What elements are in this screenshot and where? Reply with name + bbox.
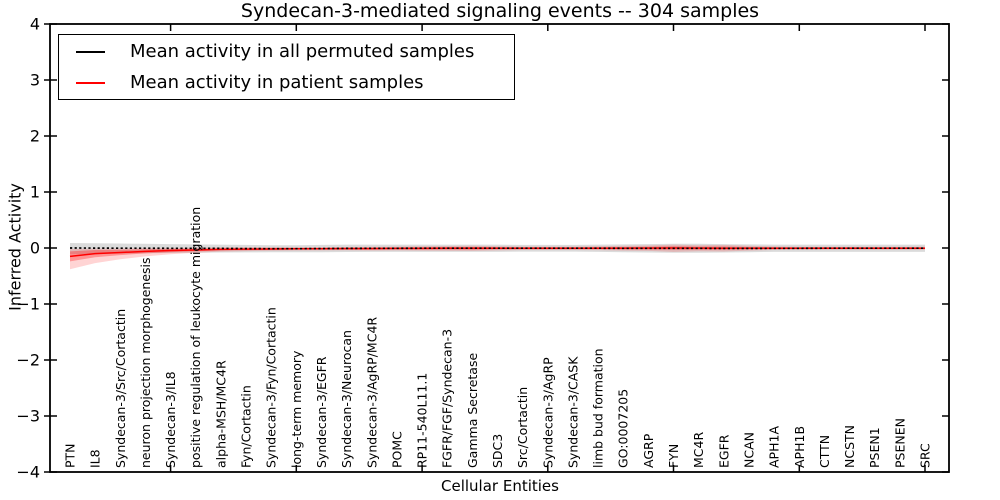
x-category-label: alpha-MSH/MC4R bbox=[213, 360, 228, 468]
legend-box: Mean activity in all permuted samples Me… bbox=[58, 34, 515, 100]
x-category-label: IL8 bbox=[88, 449, 103, 468]
x-category-label: neuron projection morphogenesis bbox=[138, 257, 153, 468]
x-category-label: SDC3 bbox=[490, 434, 505, 468]
x-category-label: PSENEN bbox=[892, 418, 907, 468]
x-category-label: RP11-540L11.1 bbox=[415, 373, 430, 468]
y-tick-label: 1 bbox=[30, 183, 40, 202]
y-tick-label: −2 bbox=[16, 351, 40, 370]
x-category-label: PTN bbox=[63, 443, 78, 468]
x-category-label: Syndecan-3/CASK bbox=[565, 356, 580, 468]
x-category-label: Gamma Secretase bbox=[465, 353, 480, 468]
x-axis-label: Cellular Entities bbox=[441, 477, 559, 495]
x-category-label: AGRP bbox=[641, 433, 656, 468]
x-category-label: SRC bbox=[918, 443, 933, 468]
x-category-label: Src/Cortactin bbox=[515, 387, 530, 468]
x-category-label: POMC bbox=[389, 431, 404, 468]
y-tick-label: −1 bbox=[16, 295, 40, 314]
y-tick-label: 4 bbox=[30, 15, 40, 34]
x-category-label: Syndecan-3/Neurocan bbox=[339, 330, 354, 468]
x-category-label: Syndecan-3/AgRP/MC4R bbox=[364, 317, 379, 468]
x-category-label: positive regulation of leukocyte migrati… bbox=[188, 207, 203, 468]
x-category-label: PSEN1 bbox=[867, 427, 882, 468]
x-category-label: Syndecan-3/Src/Cortactin bbox=[113, 309, 128, 468]
x-category-label: MC4R bbox=[691, 432, 706, 468]
x-category-label: APH1A bbox=[767, 426, 782, 468]
patient-std-band bbox=[70, 244, 925, 270]
x-category-label: long-term memory bbox=[289, 350, 304, 468]
chart-title: Syndecan-3-mediated signaling events -- … bbox=[240, 0, 760, 22]
x-category-label: FYN bbox=[666, 444, 681, 468]
legend-entry-permuted: Mean activity in all permuted samples bbox=[76, 38, 514, 65]
legend-label-patient: Mean activity in patient samples bbox=[130, 72, 424, 93]
x-category-label: Syndecan-3/EGFR bbox=[314, 356, 329, 468]
x-category-label: CTTN bbox=[817, 435, 832, 468]
x-category-label: limb bud formation bbox=[591, 348, 606, 468]
y-axis-label: Inferred Activity bbox=[5, 183, 25, 311]
permuted-line-swatch bbox=[76, 50, 105, 53]
x-category-label: Syndecan-3/IL8 bbox=[163, 371, 178, 468]
y-tick-label: −3 bbox=[16, 407, 40, 426]
x-category-label: EGFR bbox=[716, 434, 731, 468]
x-category-label: GO:0007205 bbox=[616, 389, 631, 468]
legend-label-permuted: Mean activity in all permuted samples bbox=[130, 41, 475, 62]
x-category-label: Syndecan-3/AgRP bbox=[540, 357, 555, 468]
x-category-label: NCSTN bbox=[842, 425, 857, 468]
x-category-label: Syndecan-3/Fyn/Cortactin bbox=[264, 307, 279, 468]
x-category-label: Fyn/Cortactin bbox=[239, 385, 254, 468]
x-category-label: FGFR/FGF/Syndecan-3 bbox=[440, 329, 455, 468]
patient-line-swatch bbox=[76, 81, 105, 84]
y-tick-label: −4 bbox=[16, 463, 40, 482]
patient-mean-line bbox=[69, 247, 925, 258]
y-tick-label: 2 bbox=[30, 127, 40, 146]
y-tick-label: 3 bbox=[30, 71, 40, 90]
y-tick-label: 0 bbox=[30, 239, 40, 258]
x-category-label: NCAN bbox=[742, 432, 757, 468]
legend-entry-patient: Mean activity in patient samples bbox=[76, 69, 514, 96]
x-category-label: APH1B bbox=[792, 426, 807, 468]
